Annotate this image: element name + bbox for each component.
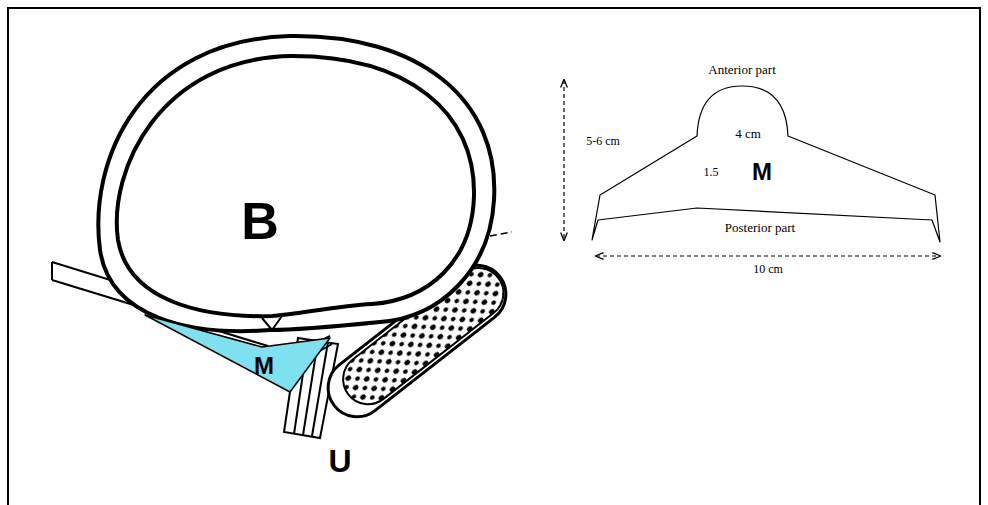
part-label: Posterior part	[723, 221, 797, 235]
dimension: 1.5	[702, 166, 721, 179]
dimension-arrows	[564, 80, 940, 256]
mesh-shape: M	[140, 305, 340, 400]
dimension: 5-6 cm	[584, 135, 622, 148]
bladder-outline	[92, 30, 502, 350]
shape-letter: M	[254, 353, 274, 379]
dimension: 10 cm	[751, 263, 785, 276]
bladder-shape: B	[92, 30, 502, 350]
frame	[8, 8, 980, 505]
shape-letter: M	[752, 159, 772, 185]
mesh-outline	[140, 305, 340, 400]
urethra-label: U	[328, 444, 351, 479]
dimension: 4 cm	[733, 127, 763, 141]
part-label: Anterior part	[706, 63, 778, 77]
shape-letter: B	[241, 193, 279, 250]
